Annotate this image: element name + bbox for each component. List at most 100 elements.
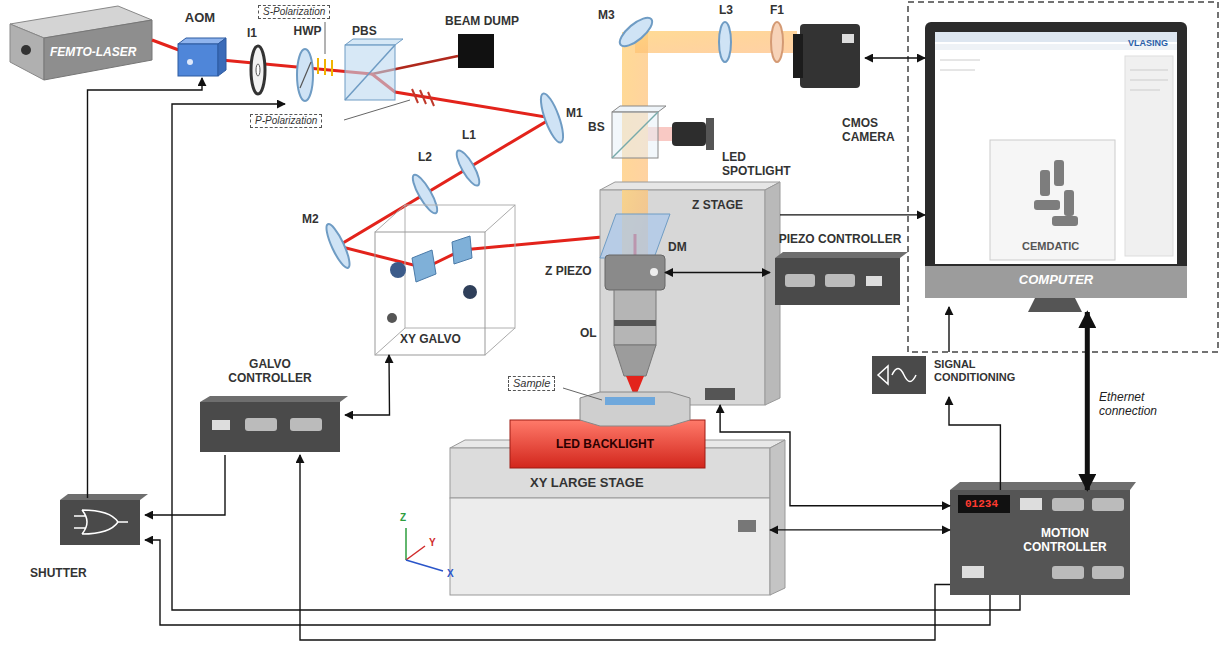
part-label: F1 bbox=[770, 3, 784, 17]
part-label: M3 bbox=[598, 8, 615, 22]
piezo-port bbox=[650, 268, 658, 276]
shutter-unit: SHUTTER bbox=[30, 498, 145, 583]
galvo-knob bbox=[387, 313, 397, 323]
mirror bbox=[322, 222, 353, 271]
leader-line bbox=[563, 388, 602, 400]
axis-label: Y bbox=[429, 537, 436, 549]
logo-text: CEMDATIC bbox=[1022, 240, 1079, 253]
connector bbox=[738, 520, 756, 532]
aom-modulator: AOM bbox=[172, 10, 232, 78]
aom-side bbox=[218, 38, 226, 76]
node-label: HWP bbox=[285, 24, 330, 38]
cmos-camera: CMOS CAMERA bbox=[792, 18, 865, 98]
p-mark bbox=[428, 92, 434, 106]
galvo-controller: GALVO CONTROLLER bbox=[195, 355, 345, 455]
part-label: L1 bbox=[462, 128, 476, 142]
z-piezo bbox=[605, 255, 665, 290]
window-panel bbox=[990, 140, 1115, 260]
stage-front bbox=[450, 498, 770, 595]
half-wave-plate bbox=[297, 49, 313, 101]
bs-top bbox=[612, 106, 666, 112]
edge-label: Ethernet connection bbox=[1097, 390, 1191, 419]
part-label: BS bbox=[588, 120, 605, 134]
controller-front bbox=[200, 402, 340, 452]
display bbox=[958, 495, 1010, 513]
axis-label: Z bbox=[400, 512, 406, 524]
computer-frame bbox=[908, 2, 1218, 352]
galvo-mirror bbox=[412, 250, 436, 282]
laser-side bbox=[44, 20, 152, 80]
filter bbox=[771, 22, 783, 62]
galvo-motor bbox=[390, 262, 406, 278]
laser-front bbox=[10, 24, 44, 80]
z-stage: Z STAGE bbox=[600, 190, 780, 405]
leader-line bbox=[344, 100, 410, 120]
connector bbox=[705, 388, 735, 400]
port bbox=[212, 420, 230, 430]
logo-piece bbox=[1054, 160, 1064, 186]
pbs-cube bbox=[345, 45, 395, 100]
part-label: I1 bbox=[247, 26, 257, 40]
port bbox=[1092, 498, 1124, 511]
lens bbox=[409, 172, 441, 216]
signal-wire bbox=[345, 355, 390, 415]
polarization-note: S-Polarization bbox=[258, 5, 330, 19]
bs-diagonal bbox=[612, 112, 658, 158]
laser-beam bbox=[338, 74, 635, 376]
brand-text: VLASING bbox=[1128, 38, 1168, 49]
part-label: LED BACKLIGHT bbox=[556, 437, 654, 451]
part-label: L2 bbox=[418, 150, 432, 164]
part-label: M2 bbox=[302, 212, 319, 226]
pbs-diagonal bbox=[345, 45, 395, 100]
side-panel bbox=[1125, 56, 1173, 256]
galvo-frame bbox=[375, 205, 515, 355]
node-label: PIEZO CONTROLLER bbox=[770, 232, 910, 246]
signal-wire bbox=[300, 455, 950, 640]
signal-wire bbox=[172, 104, 1020, 610]
controller-front bbox=[775, 258, 900, 305]
stage-side bbox=[770, 440, 785, 595]
mirror bbox=[537, 91, 568, 145]
wave-symbol bbox=[892, 369, 916, 382]
node-label: AOM bbox=[172, 10, 228, 26]
node-label: SHUTTER bbox=[30, 566, 87, 580]
p-mark bbox=[412, 89, 418, 103]
frame-front bbox=[375, 232, 485, 355]
port bbox=[785, 274, 815, 287]
logo-mark bbox=[1034, 160, 1078, 226]
signal-wire bbox=[665, 272, 770, 273]
s-mark bbox=[324, 59, 326, 75]
objective-band bbox=[614, 320, 656, 326]
beam-dump bbox=[458, 34, 494, 68]
node-label: Z PIEZO bbox=[543, 264, 594, 278]
x-axis bbox=[406, 560, 443, 571]
z-piezo: Z PIEZO bbox=[605, 255, 665, 290]
port bbox=[1052, 498, 1084, 511]
signal-wire bbox=[770, 529, 950, 530]
y-axis bbox=[406, 546, 425, 560]
axis-label: X bbox=[447, 568, 454, 580]
node-label: MOTION CONTROLLER bbox=[1005, 526, 1125, 555]
z-stage-plate bbox=[600, 190, 765, 405]
logo-piece bbox=[1052, 216, 1078, 226]
ui-line bbox=[940, 70, 975, 71]
monitor-stand bbox=[1028, 298, 1082, 312]
part-label: LED SPOTLIGHT bbox=[722, 150, 800, 179]
part-label: PBS bbox=[352, 24, 377, 38]
port bbox=[962, 566, 984, 578]
polarization-note: P-Polarization bbox=[250, 114, 322, 128]
controller-front bbox=[950, 490, 1130, 595]
axes bbox=[406, 528, 443, 571]
frame-back bbox=[405, 205, 515, 328]
part-label: L3 bbox=[719, 3, 733, 17]
monitor-bezel bbox=[925, 266, 1187, 298]
mirror bbox=[616, 13, 657, 51]
controller-top bbox=[950, 482, 1136, 490]
laser-aperture bbox=[21, 45, 31, 55]
signal-wire bbox=[780, 214, 925, 215]
piezo-controller: PIEZO CONTROLLER bbox=[770, 232, 914, 307]
shutter-top bbox=[60, 494, 148, 500]
ui-line bbox=[1130, 80, 1168, 81]
